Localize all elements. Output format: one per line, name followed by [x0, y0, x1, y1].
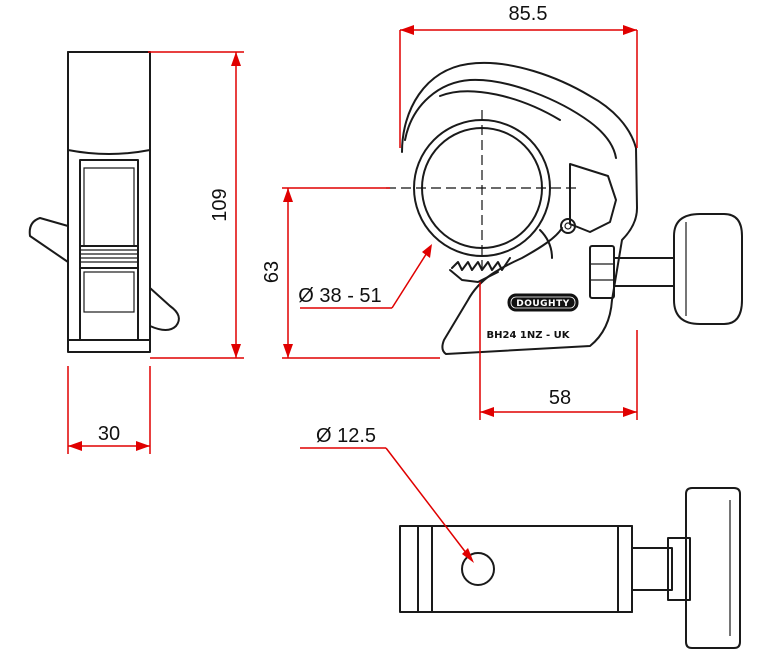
front-view: DOUGHTY BH24 1NZ - UK — [386, 62, 743, 355]
dim-tube-center-height: 63 — [261, 261, 283, 283]
brand-text: DOUGHTY — [516, 299, 570, 309]
dim-side-width: 30 — [98, 423, 120, 445]
top-view — [399, 487, 741, 649]
dim-knob-offset: 58 — [549, 387, 571, 409]
dim-overall-width: 85.5 — [509, 3, 548, 25]
dimension-lines — [67, 25, 638, 563]
side-view — [28, 51, 180, 353]
brand-logo — [507, 293, 579, 312]
dim-overall-height: 109 — [209, 188, 231, 221]
model-text: BH24 1NZ - UK — [487, 330, 571, 341]
dim-tube-range: Ø 38 - 51 — [298, 285, 381, 307]
dim-pin-diameter: Ø 12.5 — [316, 425, 376, 447]
